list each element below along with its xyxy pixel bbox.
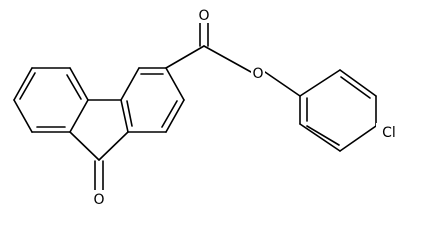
chlorine-bg <box>376 123 402 140</box>
ester-c-bond <box>165 45 205 69</box>
ring1-bond-3 <box>69 67 89 101</box>
ring3-bond-5 <box>339 69 377 97</box>
ketone-oxygen-bg <box>92 190 106 207</box>
ring2-bond-3 <box>165 67 185 101</box>
ester-och2-bond <box>264 71 301 97</box>
ring1-inner-2 <box>66 74 82 100</box>
ring2-inner-3 <box>126 100 133 127</box>
ring3-bond-2 <box>299 123 341 152</box>
ring1-inner-1 <box>19 72 36 100</box>
structure-drawing: O O O Cl <box>13 6 402 207</box>
ring3-bond-6 <box>299 69 341 97</box>
ring1-bond-6 <box>13 99 33 133</box>
ester-oxygen-bg <box>251 64 265 81</box>
five-ring-bond-3 <box>98 131 129 161</box>
molecule-diagram: O O O Cl <box>13 6 402 207</box>
ester-oxygen-label: O <box>252 66 263 82</box>
ring3-bond-3 <box>339 125 377 152</box>
ester-o-bond <box>203 45 252 73</box>
ring2-inner-2 <box>161 100 178 128</box>
chlorine-label: Cl <box>382 125 396 141</box>
ring2-bond-4 <box>165 99 185 133</box>
ring1-bond-1 <box>13 67 33 101</box>
ketone-oxygen-label: O <box>93 192 104 207</box>
ring2-bond-1 <box>120 67 140 101</box>
carbonyl-oxygen-label: O <box>198 8 209 24</box>
atom-label-layer: O O O Cl <box>92 6 402 207</box>
carbonyl-oxygen-bg <box>197 6 211 23</box>
ring2-bond-6 <box>120 99 129 133</box>
ring3-inner-2 <box>340 76 371 99</box>
bond-layer <box>13 22 377 191</box>
ring1-bond-4 <box>69 99 89 133</box>
ring3-inner-1 <box>306 125 340 146</box>
five-ring-bond-2 <box>69 131 100 161</box>
